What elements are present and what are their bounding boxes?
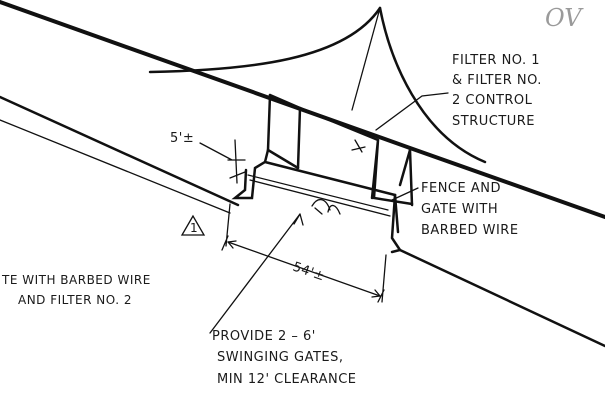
label-fence-gate-line-2: GATE WITH	[421, 202, 498, 217]
dimension-text-54ft: 54'±	[291, 260, 327, 285]
corner-text: OV	[545, 4, 584, 32]
leader-arrowhead	[293, 213, 304, 226]
label-left-note-line-1: TE WITH BARBED WIRE	[1, 273, 151, 287]
leader-gates-note	[209, 213, 301, 334]
fence-line	[247, 174, 391, 217]
label-gates-note-line-2: SWINGING GATES,	[217, 350, 344, 365]
label-filter-structure-line-2: & FILTER NO.	[452, 73, 542, 88]
gate-wall-right	[393, 148, 414, 234]
leader-filter-structure	[375, 92, 449, 131]
swinging-gate-symbol	[311, 199, 341, 215]
label-left-note-line-2: AND FILTER NO. 2	[18, 293, 132, 307]
label-filter-structure-line-3: 2 CONTROL	[452, 93, 533, 108]
label-gates-note-line-1: PROVIDE 2 – 6'	[212, 329, 316, 344]
label-fence-gate-line-3: BARBED WIRE	[421, 223, 519, 238]
ditch-curve-right	[378, 6, 487, 164]
dimension-arrowhead-left	[227, 240, 237, 249]
label-filter-structure-line-4: STRUCTURE	[452, 114, 535, 129]
dimension-arrowhead-right	[371, 289, 381, 298]
label-fence-gate-line-1: FENCE AND	[421, 181, 501, 196]
flow-arrow-symbol	[351, 139, 366, 153]
structure-inner-box	[296, 106, 414, 206]
revision-mark: 1	[190, 221, 198, 235]
dimension-line-54ft	[221, 203, 387, 303]
leader-fence-gate	[391, 187, 419, 201]
structure-outline	[231, 93, 412, 254]
road-line-lower-left-2	[0, 119, 231, 214]
road-line-lower-left	[0, 95, 240, 207]
dimension-text-5ft: 5'±	[170, 131, 194, 146]
label-gates-note-line-3: MIN 12' CLEARANCE	[217, 372, 357, 387]
ditch-curve-left	[148, 6, 382, 74]
embankment-line-upper	[0, 0, 605, 219]
structure-wall-top	[268, 93, 302, 110]
ditch-centerline	[351, 7, 381, 111]
road-line-lower-right	[398, 248, 605, 348]
label-filter-structure-line-1: FILTER NO. 1	[452, 53, 540, 68]
revision-triangle	[180, 214, 206, 236]
structure-wall-left	[266, 148, 300, 170]
dimension-line-5ft	[199, 139, 246, 184]
